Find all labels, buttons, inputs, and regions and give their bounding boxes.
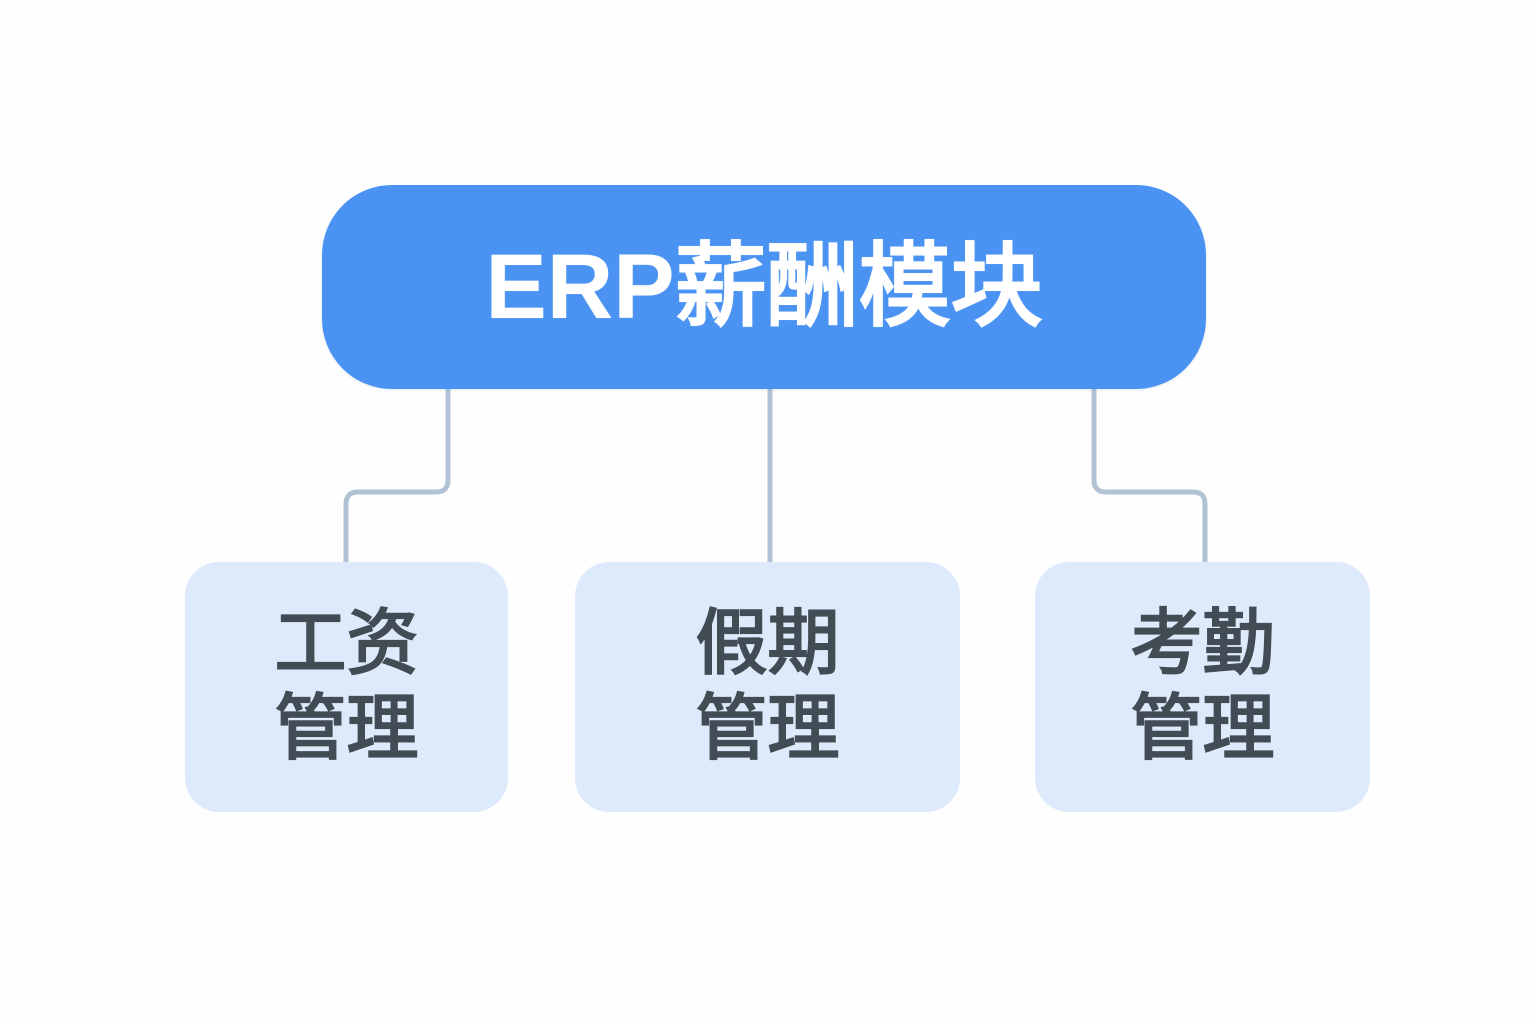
node-payroll-management[interactable]: 工资 管理 bbox=[185, 562, 508, 812]
node-payroll-management-label-line1: 工资 bbox=[274, 604, 419, 685]
node-leave-management-label-line2: 管理 bbox=[695, 689, 840, 769]
node-attendance-management-label-line2: 管理 bbox=[1130, 689, 1275, 769]
connector-root-to-payroll bbox=[343, 386, 451, 565]
node-erp-payroll-module[interactable]: ERP薪酬模块 bbox=[322, 185, 1206, 389]
node-payroll-management-label-line2: 管理 bbox=[274, 689, 419, 769]
root-node-label: ERP薪酬模块 bbox=[485, 236, 1043, 338]
node-attendance-management[interactable]: 考勤 管理 bbox=[1035, 562, 1370, 812]
node-attendance-management-label-line1: 考勤 bbox=[1130, 604, 1275, 685]
node-leave-management-label-line1: 假期 bbox=[695, 604, 840, 685]
connector-root-to-attendance bbox=[1091, 386, 1208, 565]
node-leave-management[interactable]: 假期 管理 bbox=[575, 562, 960, 812]
